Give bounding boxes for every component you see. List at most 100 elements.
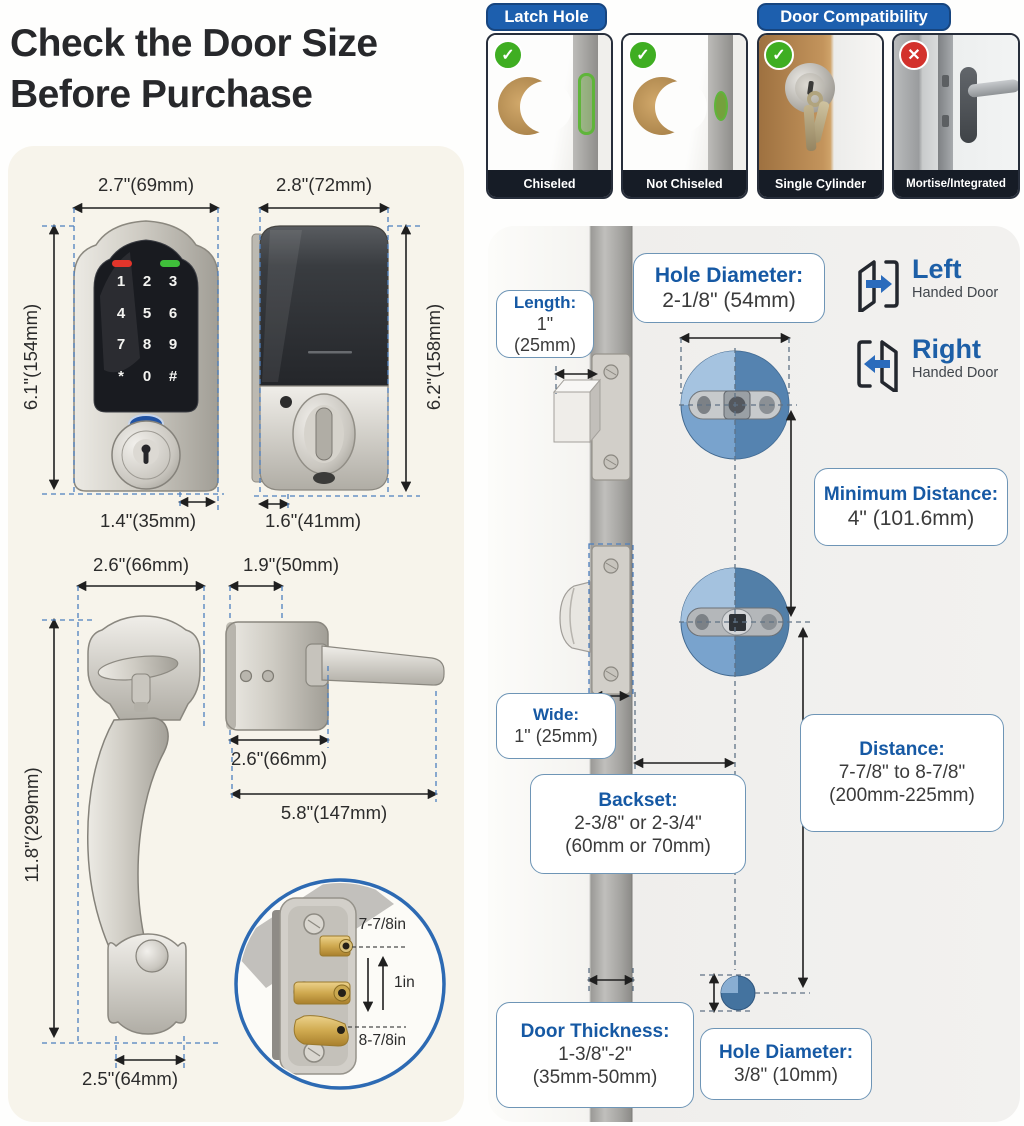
bore-hole-light bbox=[520, 81, 572, 133]
lever-length-dimension bbox=[229, 691, 439, 802]
check-icon: ✓ bbox=[764, 40, 794, 70]
front-height-label: 6.1"(154mm) bbox=[20, 303, 41, 411]
door-thickness-dimension bbox=[586, 968, 636, 992]
front-height-dimension bbox=[42, 223, 224, 495]
dimensions-panel: 1 2 3 4 5 6 7 8 9 * 0 # 2.7"(69mm) 2.8"(… bbox=[8, 146, 464, 1122]
lever-depth-label: 1.9"(50mm) bbox=[242, 554, 340, 575]
length-label: Length: 1" (25mm) bbox=[496, 290, 594, 358]
length-dimension bbox=[553, 366, 599, 394]
key-star: * bbox=[118, 367, 124, 385]
mortise-slot bbox=[942, 75, 949, 87]
check-icon: ✓ bbox=[493, 40, 523, 70]
front-keypad-lock-illustration bbox=[73, 220, 219, 492]
back-width-label: 2.8"(72mm) bbox=[275, 174, 373, 195]
door-edge-image bbox=[623, 35, 746, 170]
door-edge-image bbox=[488, 35, 611, 170]
keypad: 1 2 3 4 5 6 7 8 9 * 0 # bbox=[108, 266, 186, 392]
key-6: 6 bbox=[168, 304, 178, 322]
key-3: 3 bbox=[168, 273, 178, 291]
card-label: Not Chiseled bbox=[623, 170, 746, 197]
latch-offset-gap-label: 1in bbox=[394, 974, 415, 991]
key-9: 9 bbox=[168, 336, 178, 354]
round-latch-hole-highlight bbox=[714, 91, 728, 121]
handleset-width-label: 2.6"(66mm) bbox=[92, 554, 190, 575]
handleset-illustration bbox=[86, 615, 201, 1035]
distance-label: Distance: 7-7/8" to 8-7/8" (200mm-225mm) bbox=[800, 714, 1004, 832]
small-hole-diameter-dimension bbox=[700, 972, 752, 1014]
lever-depth-dimension bbox=[227, 580, 285, 622]
check-icon: ✓ bbox=[628, 40, 658, 70]
front-width-dimension bbox=[71, 202, 221, 510]
lever-length-label: 5.8"(147mm) bbox=[280, 802, 388, 823]
dimensions-illustration bbox=[42, 202, 446, 1090]
handleset-bottom-width-dimension bbox=[113, 1036, 187, 1070]
hole-diameter-bottom-label: Hole Diameter: 3/8" (10mm) bbox=[700, 1028, 872, 1100]
key-7: 7 bbox=[116, 336, 126, 354]
small-hole-cross-section bbox=[720, 975, 756, 1011]
door-edge-strip bbox=[552, 226, 634, 1122]
length-title: Length: bbox=[513, 292, 577, 312]
card-label: Mortise/Integrated bbox=[894, 170, 1018, 197]
card-not-chiseled: ✓ Not Chiseled bbox=[621, 33, 748, 199]
back-height-label: 6.2"(158mm) bbox=[423, 303, 444, 411]
card-single-cylinder: ✓ Single Cylinder bbox=[757, 33, 884, 199]
latch-offset-bottom-label: 8-7/8in bbox=[358, 1032, 406, 1049]
deadbolt-bolt bbox=[553, 391, 591, 443]
left-handed-door-icon bbox=[858, 260, 899, 312]
minimum-distance-label: Minimum Distance: 4" (101.6mm) bbox=[814, 468, 1008, 546]
hole-diameter-dimension bbox=[678, 332, 792, 394]
handleset-height-label: 11.8"(299mm) bbox=[21, 767, 42, 883]
key-hash: # bbox=[168, 367, 178, 385]
cross-icon: ✕ bbox=[899, 40, 929, 70]
right-arrow-icon bbox=[866, 275, 892, 293]
front-width-label: 2.7"(69mm) bbox=[97, 174, 195, 195]
back-height-dimension bbox=[254, 223, 420, 497]
key-8: 8 bbox=[142, 336, 152, 354]
keyhole-icon bbox=[141, 444, 151, 454]
red-indicator-light bbox=[112, 260, 132, 267]
mortise-slot bbox=[942, 115, 949, 127]
screw bbox=[239, 669, 253, 683]
battery-cover-notch bbox=[308, 351, 352, 354]
back-depth-label: 1.6"(41mm) bbox=[264, 510, 362, 531]
card-label: Chiseled bbox=[488, 170, 611, 197]
chiseled-latch-plate-highlight bbox=[578, 73, 595, 135]
right-handed-door: Right Handed Door bbox=[854, 336, 998, 392]
page-title-line1: Check the Door Size bbox=[10, 22, 378, 65]
mortise-plate bbox=[938, 35, 953, 170]
page-title-line2: Before Purchase bbox=[10, 73, 313, 117]
backset-dimension bbox=[632, 692, 736, 772]
key-bow bbox=[807, 91, 823, 107]
latch-detail-inset bbox=[234, 878, 446, 1090]
green-indicator-light bbox=[160, 260, 180, 267]
single-cylinder-photo: ✓ bbox=[759, 35, 882, 170]
door-install-diagram-panel: Length: 1" (25mm) Hole Diameter: 2-1/8" … bbox=[488, 226, 1020, 1122]
not-chiseled-door-photo: ✓ bbox=[623, 35, 746, 170]
handleset-width-dimension bbox=[75, 580, 207, 1043]
grip-ball-end bbox=[135, 939, 169, 973]
card-label: Single Cylinder bbox=[759, 170, 882, 197]
length-value: 1" (25mm) bbox=[514, 313, 576, 355]
back-depth-dimension bbox=[257, 494, 291, 512]
card-mortise: ✕ Mortise/Integrated bbox=[892, 33, 1020, 199]
latch-offset-top-label: 7-7/8in bbox=[358, 916, 406, 933]
key-2: 2 bbox=[142, 273, 152, 291]
handleset-bottom-width-label: 2.5"(64mm) bbox=[81, 1068, 179, 1089]
lever-rosette-width-label: 2.6"(66mm) bbox=[230, 748, 328, 769]
latch-hole-badge: Latch Hole bbox=[486, 3, 607, 31]
left-handed-door: Left Handed Door bbox=[854, 256, 998, 312]
mortise-door-photo: ✕ bbox=[894, 35, 1018, 170]
page-title: Check the Door Size Before Purchase bbox=[10, 18, 378, 121]
key-1: 1 bbox=[116, 273, 126, 291]
door-compatibility-badge: Door Compatibility bbox=[757, 3, 951, 31]
lever-rosette-width-dimension bbox=[227, 666, 331, 748]
chiseled-door-photo: ✓ bbox=[488, 35, 611, 170]
back-width-dimension bbox=[257, 202, 391, 496]
backset-label: Backset: 2-3/8" or 2-3/4" (60mm or 70mm) bbox=[530, 774, 746, 874]
right-handed-door-icon bbox=[857, 340, 898, 392]
spring-latch-bolt bbox=[559, 581, 591, 653]
left-arrow-icon bbox=[864, 355, 890, 373]
hole-diameter-top-label: Hole Diameter: 2-1/8" (54mm) bbox=[633, 253, 825, 323]
door-diagram-illustration bbox=[552, 226, 813, 1122]
